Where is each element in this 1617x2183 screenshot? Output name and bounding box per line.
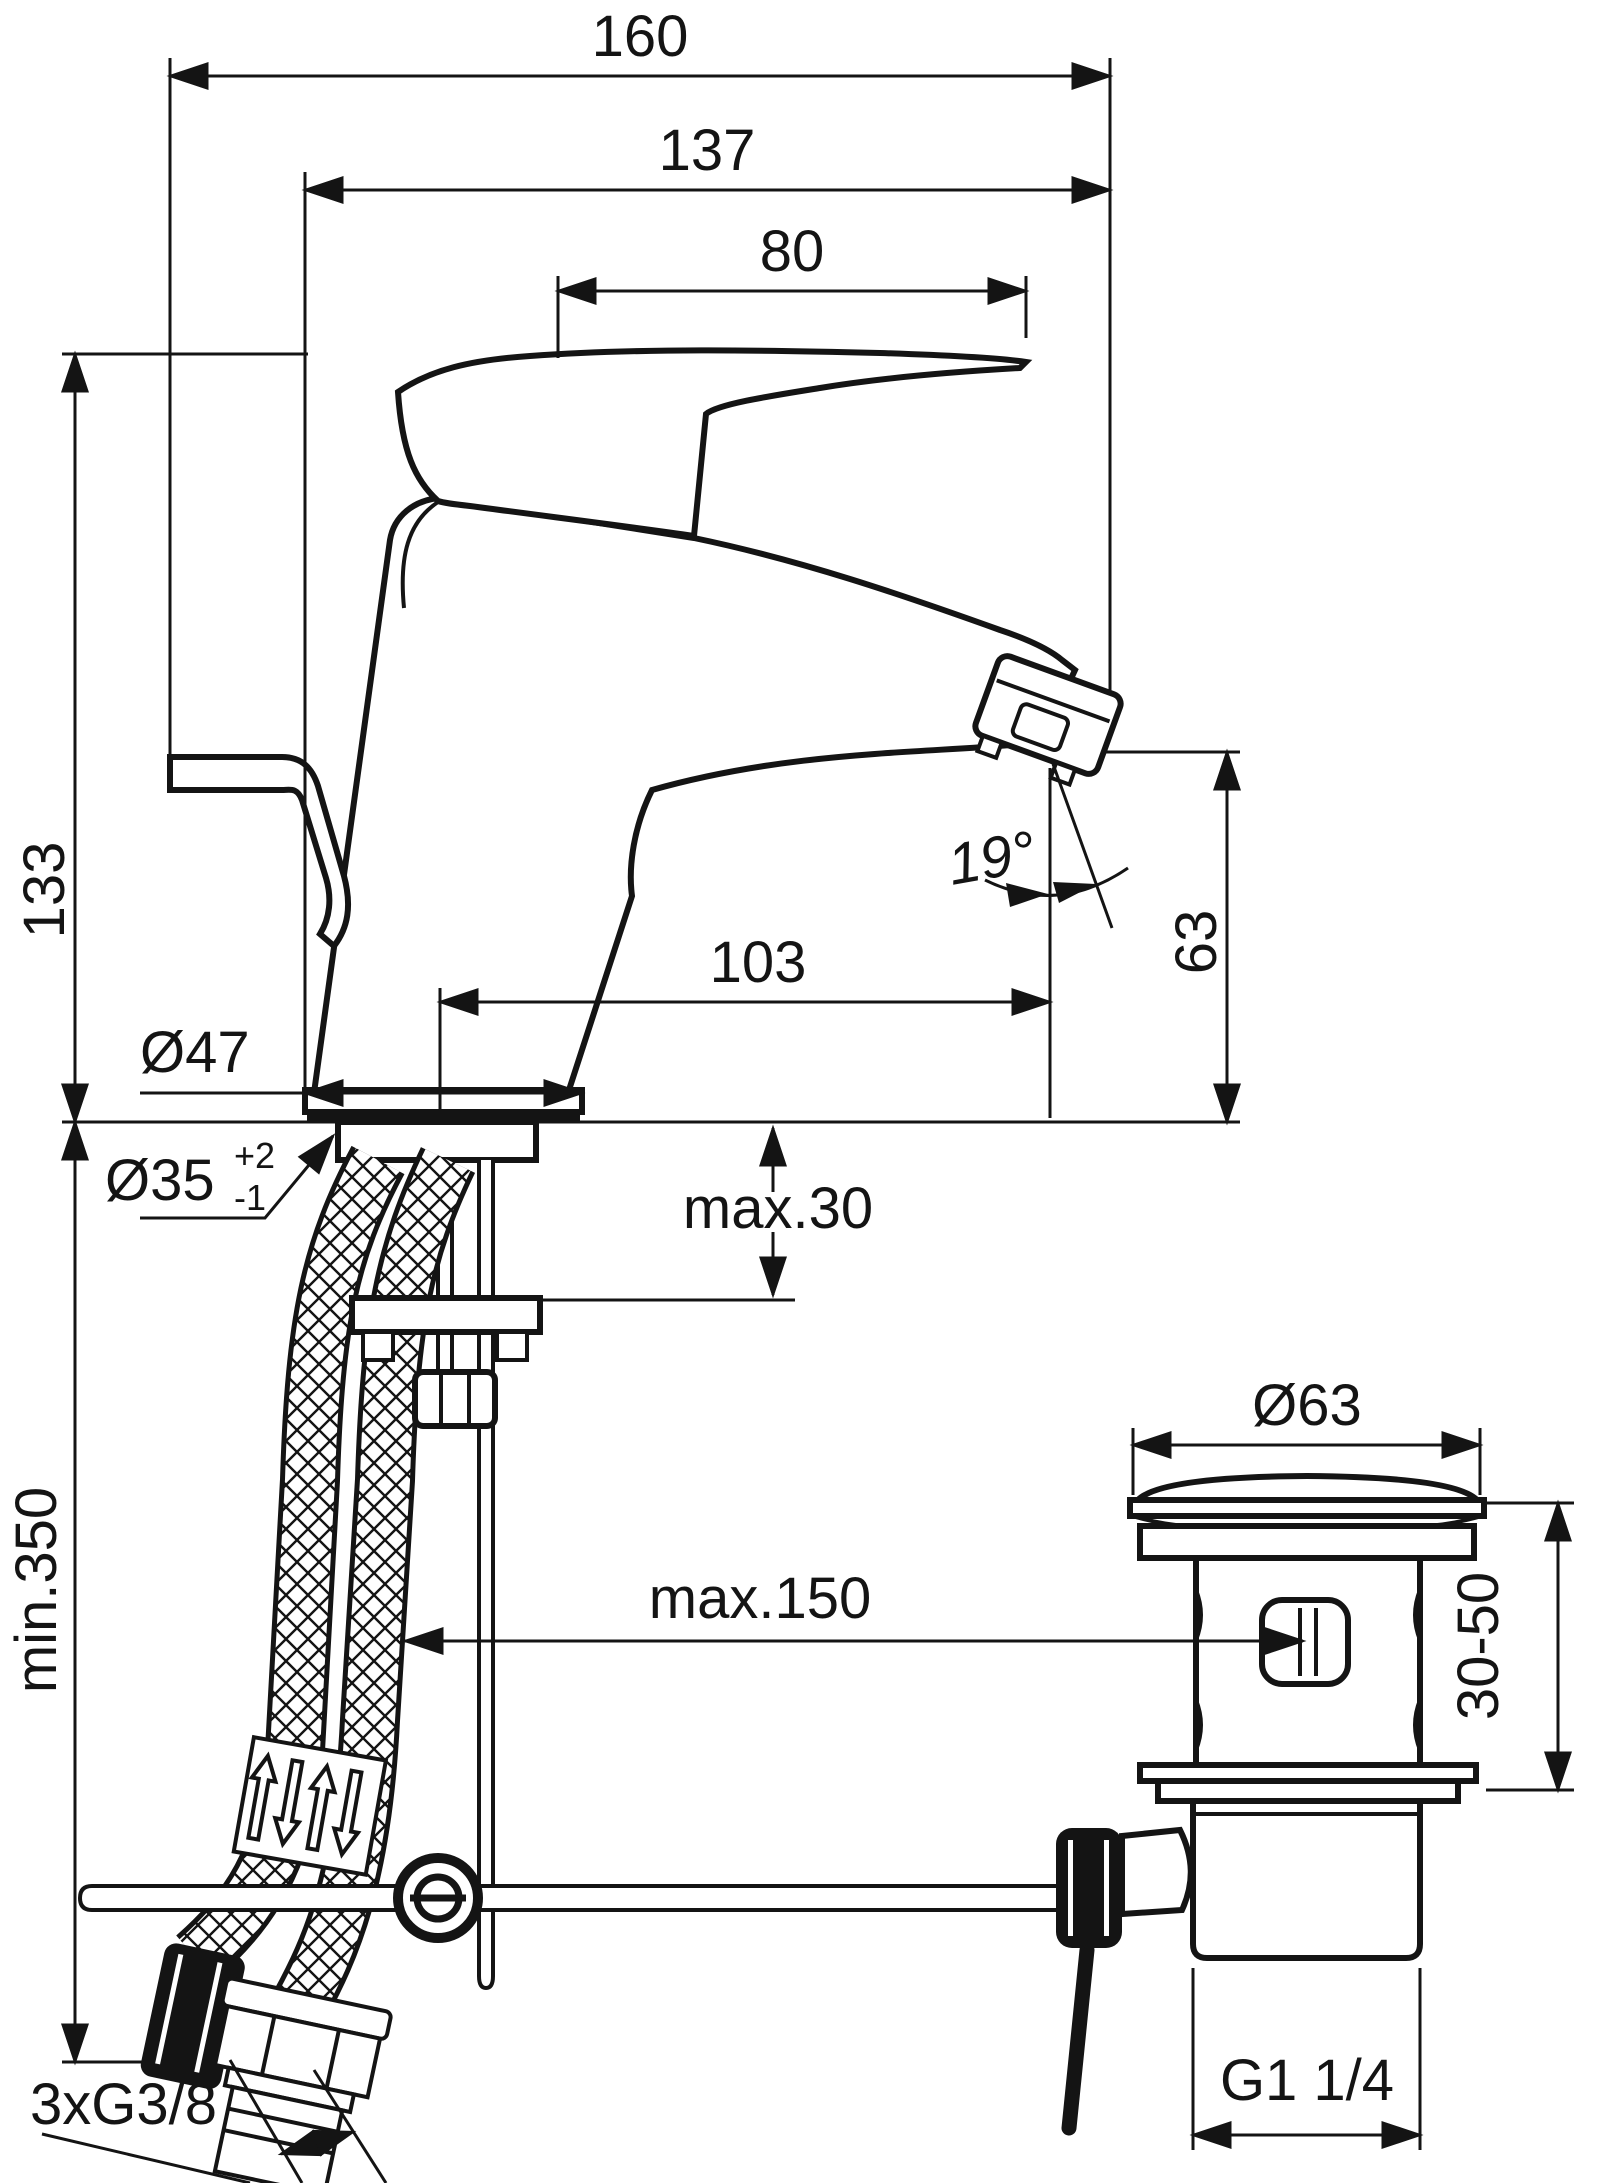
- aerator-inset: [1010, 702, 1071, 752]
- waste-collar: [1137, 1523, 1477, 1561]
- hose-arrow-up-icon: [305, 1761, 338, 1853]
- ball-joint-nut: [1056, 1828, 1122, 1948]
- mounting-hex-nut: [412, 1369, 498, 1429]
- leader-d35: [140, 1133, 336, 1220]
- angle-arrow-icon: [1006, 883, 1048, 907]
- aerator: [972, 653, 1124, 788]
- leader-3xg38: [41, 2132, 251, 2183]
- drain-rod: [77, 1853, 1058, 1943]
- body-waist-left: [1194, 1699, 1203, 1751]
- pull-rod: [477, 1160, 495, 1991]
- aerator-tab-left: [974, 733, 1005, 761]
- dim-label-d47: Ø47: [140, 1020, 250, 1085]
- ext-line-g38-left: [228, 2059, 304, 2183]
- dim-label-160: 160: [592, 4, 689, 69]
- dim-label-max150: max.150: [649, 1566, 871, 1631]
- handle-front-edge: [692, 413, 708, 537]
- nut-facet: [324, 2029, 341, 2089]
- cartridge-dome: [400, 500, 440, 609]
- rod-fill: [80, 1886, 1058, 1910]
- bracket-foot-right: [495, 1330, 529, 1362]
- dim-line-g38: [277, 2129, 357, 2157]
- waste-top-flange: [1127, 1497, 1487, 1519]
- faucet-body: [310, 494, 1079, 1096]
- handle-grip: [167, 754, 352, 951]
- angle-arrow-icon: [1053, 882, 1096, 903]
- ball-joint-socket: [1119, 1826, 1194, 1918]
- stream-angle-line: [1051, 763, 1114, 929]
- collar-thread: [227, 2106, 339, 2134]
- ext-line-g38-right: [312, 2069, 388, 2183]
- dim-label-103: 103: [710, 930, 807, 995]
- pop-up-waste: [1056, 1472, 1487, 2136]
- dim-label-19deg: 19°: [943, 819, 1041, 898]
- hose-fitting-rear: [140, 1943, 245, 2089]
- dimensions: 160 137 80 133 min.350 Ø47 Ø35 +2 -1 max…: [4, 4, 1574, 2183]
- dim-label-g114: G1 1/4: [1220, 2048, 1394, 2113]
- mixer-handle: [394, 347, 1033, 540]
- lever-rod-stub: [1061, 1942, 1095, 2136]
- dim-label-3050: 30-50: [1446, 1572, 1511, 1720]
- hose-label-band: [231, 1734, 389, 1878]
- hose-arrow-down-icon: [331, 1768, 364, 1859]
- rear-fitting-highlight: [194, 1962, 223, 2073]
- pull-rod-fill: [479, 1160, 493, 1985]
- base-gasket: [307, 1112, 580, 1122]
- waste-dome-cap: [1130, 1472, 1485, 1503]
- hose-right-braid: [278, 1149, 471, 2017]
- below-deck-parts: [77, 1119, 1058, 2183]
- waste-tailpipe: [1190, 1798, 1423, 1961]
- dim-label-80: 80: [760, 219, 825, 284]
- nut-highlight: [1068, 1840, 1073, 1936]
- dim-label-min350: min.350: [4, 1487, 69, 1693]
- dim-label-d35-plus: +2: [234, 1135, 275, 1176]
- nut-facet: [259, 2015, 277, 2076]
- dim-label-3xg38: 3xG3/8: [30, 2072, 217, 2137]
- dim-label-63: 63: [1164, 910, 1229, 975]
- dim-label-d35: Ø35: [105, 1148, 215, 1213]
- body-waist-right: [1413, 1699, 1422, 1751]
- faucet: [167, 347, 1124, 1122]
- nut-highlight: [1104, 1840, 1109, 1936]
- hose-arrow-down-icon: [272, 1757, 305, 1849]
- dim-label-137: 137: [659, 118, 756, 183]
- mounting-bracket: [349, 1295, 543, 1429]
- dim-label-max30: max.30: [683, 1176, 873, 1241]
- dim-label-133: 133: [12, 842, 77, 939]
- dim-label-d35-minus: -1: [234, 1177, 266, 1218]
- mounting-shank: [335, 1119, 539, 1163]
- bracket-foot-left: [361, 1330, 395, 1362]
- rear-fitting-highlight: [155, 1953, 184, 2065]
- aerator-seam: [996, 678, 1111, 724]
- bracket-plate: [349, 1295, 543, 1335]
- hose-arrow-up-icon: [246, 1751, 279, 1842]
- dim-label-d63: Ø63: [1252, 1373, 1362, 1438]
- body-waist-right: [1413, 1589, 1422, 1641]
